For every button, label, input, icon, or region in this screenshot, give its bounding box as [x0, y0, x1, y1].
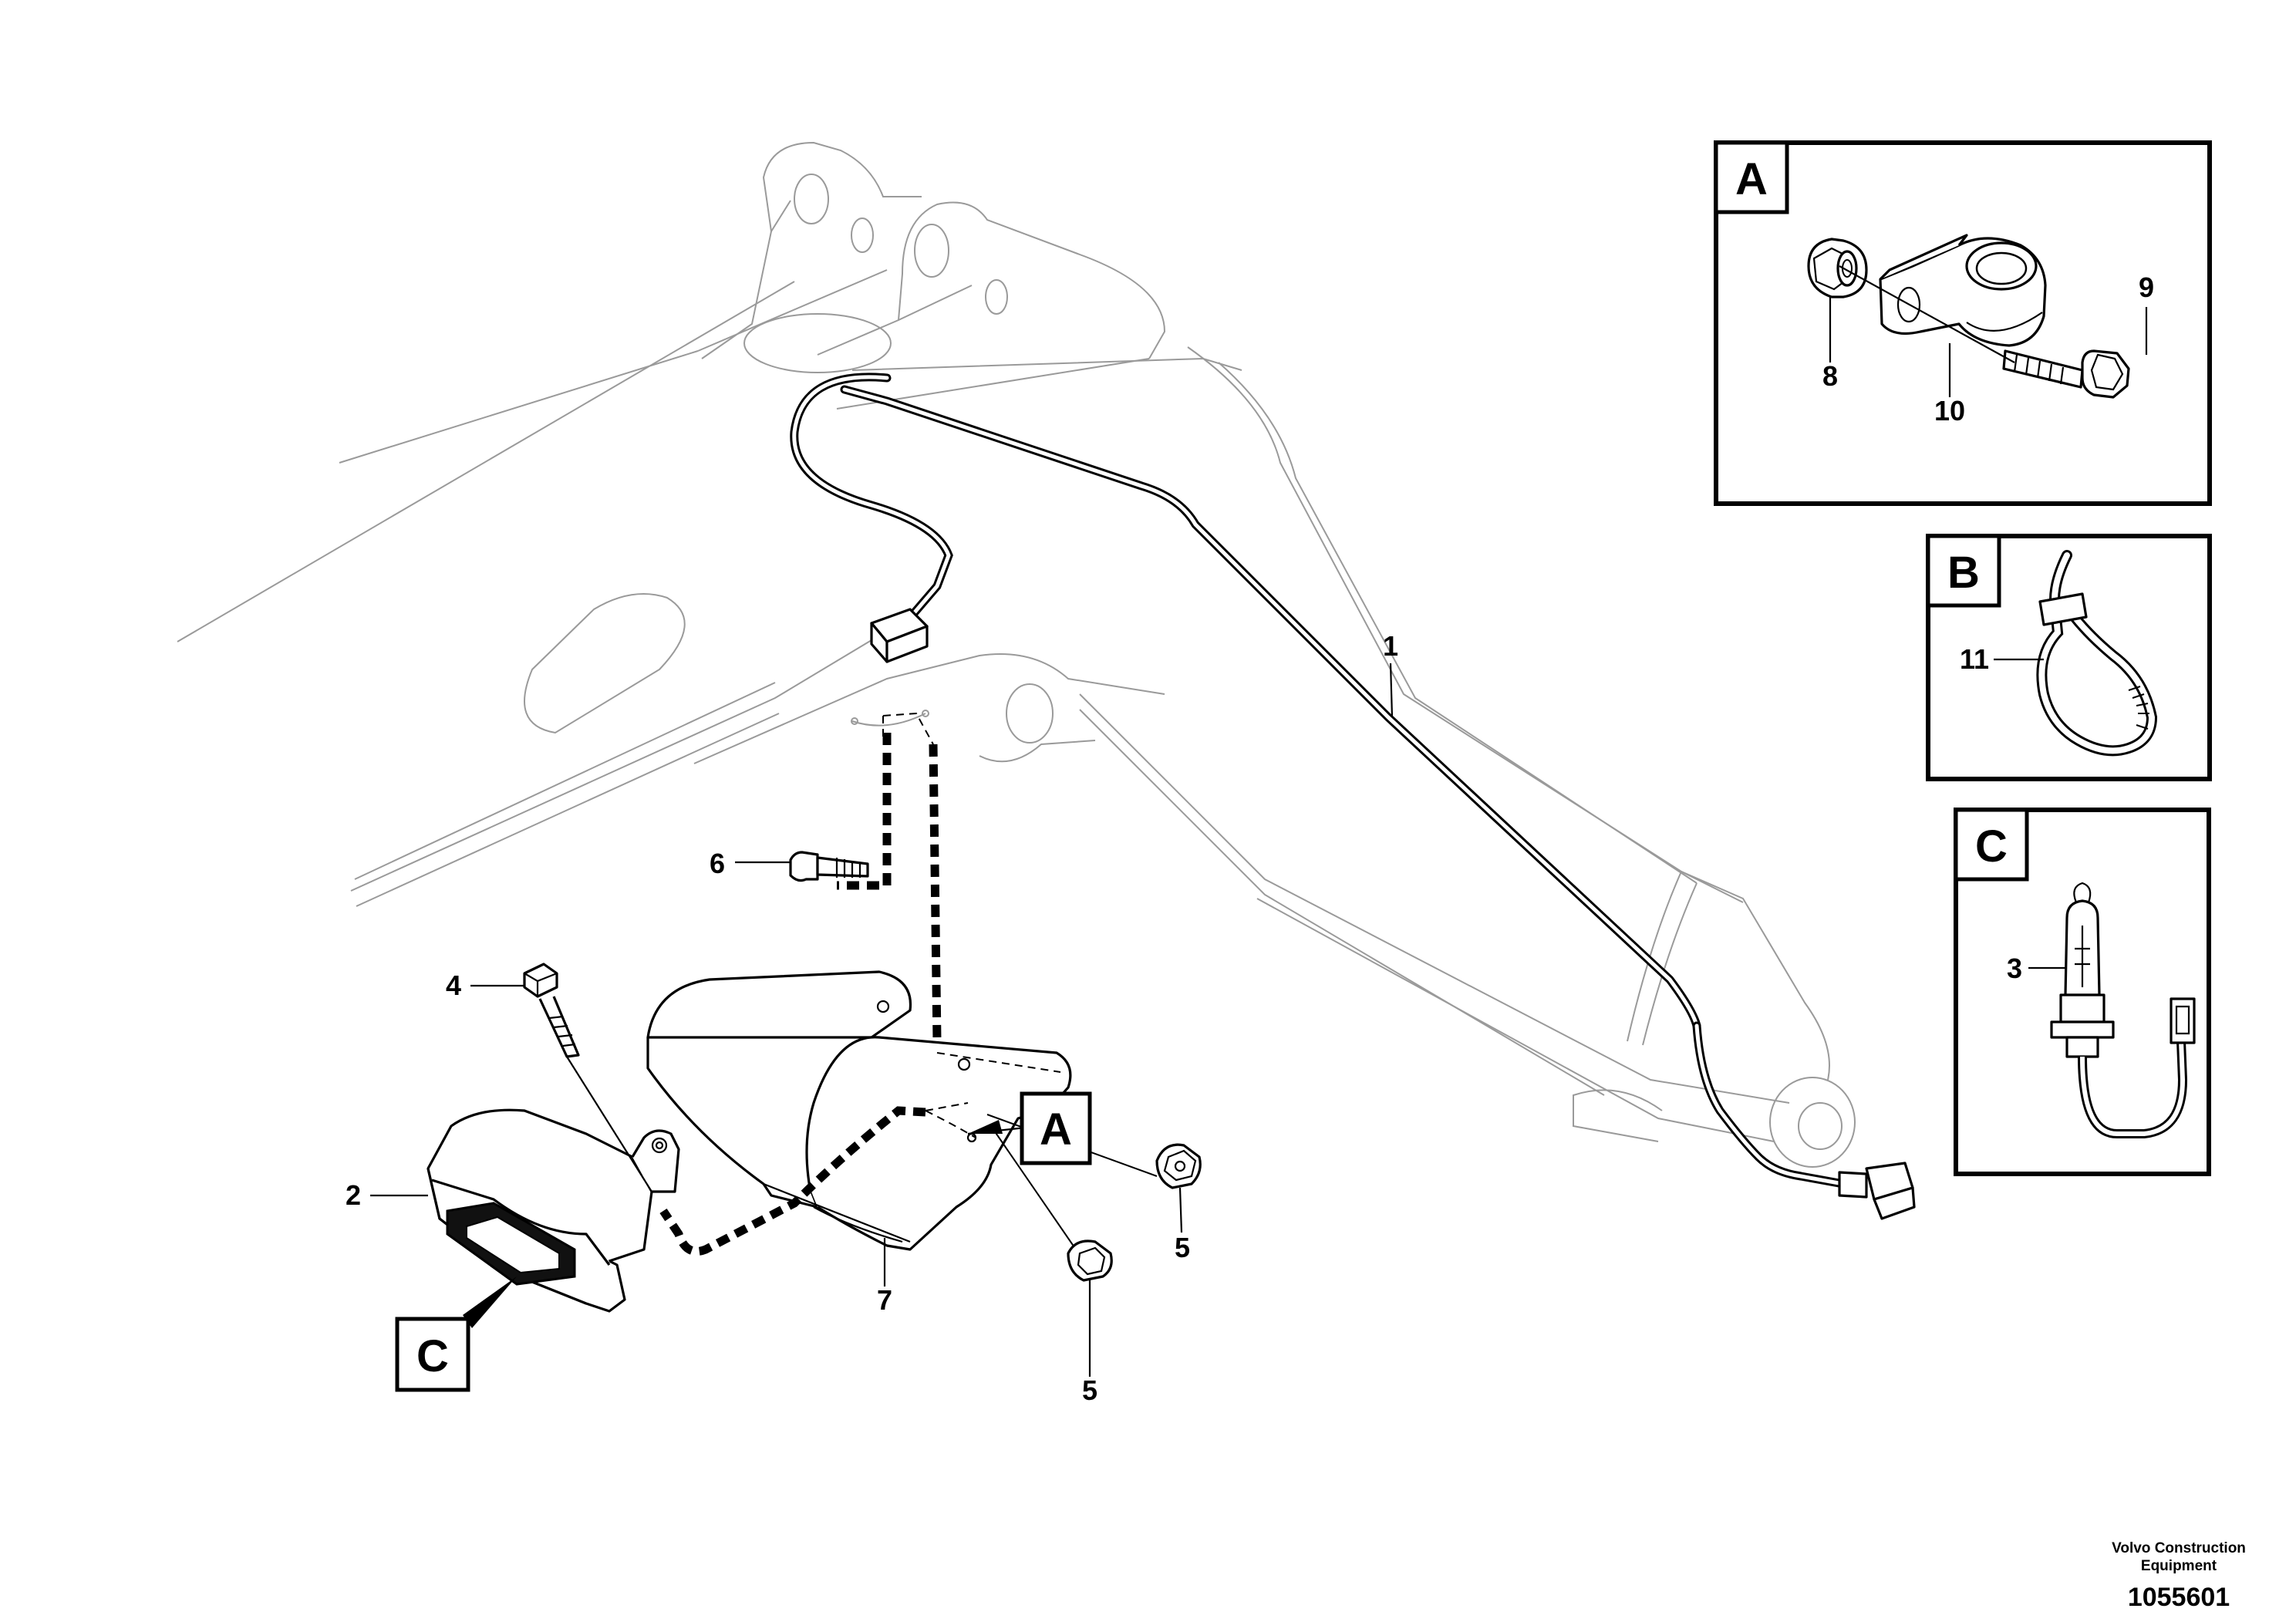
label-4: 4	[446, 969, 461, 1001]
hose-clamp-10	[1879, 234, 2047, 347]
detail-b-letter: B	[1947, 548, 1980, 598]
detail-box-a: A 8 9 10	[1714, 140, 2212, 506]
lamp-bracket	[646, 970, 1072, 1251]
work-lamp	[426, 1108, 680, 1313]
callout-a-main-letter: A	[1040, 1104, 1072, 1155]
company-name-line1: Volvo Construction	[2112, 1540, 2246, 1556]
hex-bolt-9	[2002, 349, 2130, 399]
detail-box-c: C 3	[1954, 808, 2211, 1176]
cable-tie-11	[2036, 550, 2158, 757]
label-7: 7	[877, 1284, 892, 1316]
label-5b: 5	[1082, 1374, 1097, 1406]
label-8: 8	[1822, 360, 1838, 392]
main-labels: 1 2 4 6 5 5 7	[346, 630, 1398, 1406]
halogen-bulb-3	[2050, 882, 2196, 1138]
flange-nut-8	[1807, 238, 1868, 298]
company-name-line2: Equipment	[2141, 1558, 2217, 1574]
label-3: 3	[2007, 953, 2022, 984]
detail-c-letter: C	[1975, 821, 2008, 872]
label-2: 2	[346, 1179, 361, 1211]
label-9: 9	[2139, 271, 2154, 303]
label-11: 11	[1960, 643, 1989, 675]
label-6: 6	[710, 848, 725, 879]
label-1: 1	[1383, 630, 1398, 662]
label-5a: 5	[1175, 1232, 1190, 1263]
detail-a-letter: A	[1735, 154, 1768, 204]
boom-structure	[177, 141, 1856, 1168]
label-10: 10	[1934, 395, 1965, 427]
callout-c-main-letter: C	[416, 1331, 449, 1381]
flange-nut-5b	[1067, 1239, 1113, 1282]
harness-connector-left	[870, 608, 929, 663]
callout-a-main: A	[967, 1091, 1092, 1165]
hex-bolt-4	[523, 963, 652, 1192]
flange-nut-5a	[1155, 1143, 1202, 1189]
callout-c-main: C	[395, 1276, 517, 1392]
footer: Volvo Construction Equipment 1055601	[2112, 1540, 2246, 1612]
document-number: 1055601	[2128, 1583, 2230, 1612]
harness-connector-right	[1838, 1162, 1916, 1220]
hex-bolt-6	[789, 851, 869, 882]
wire-harness	[790, 373, 1916, 1220]
detail-box-b: B 11	[1926, 534, 2212, 781]
